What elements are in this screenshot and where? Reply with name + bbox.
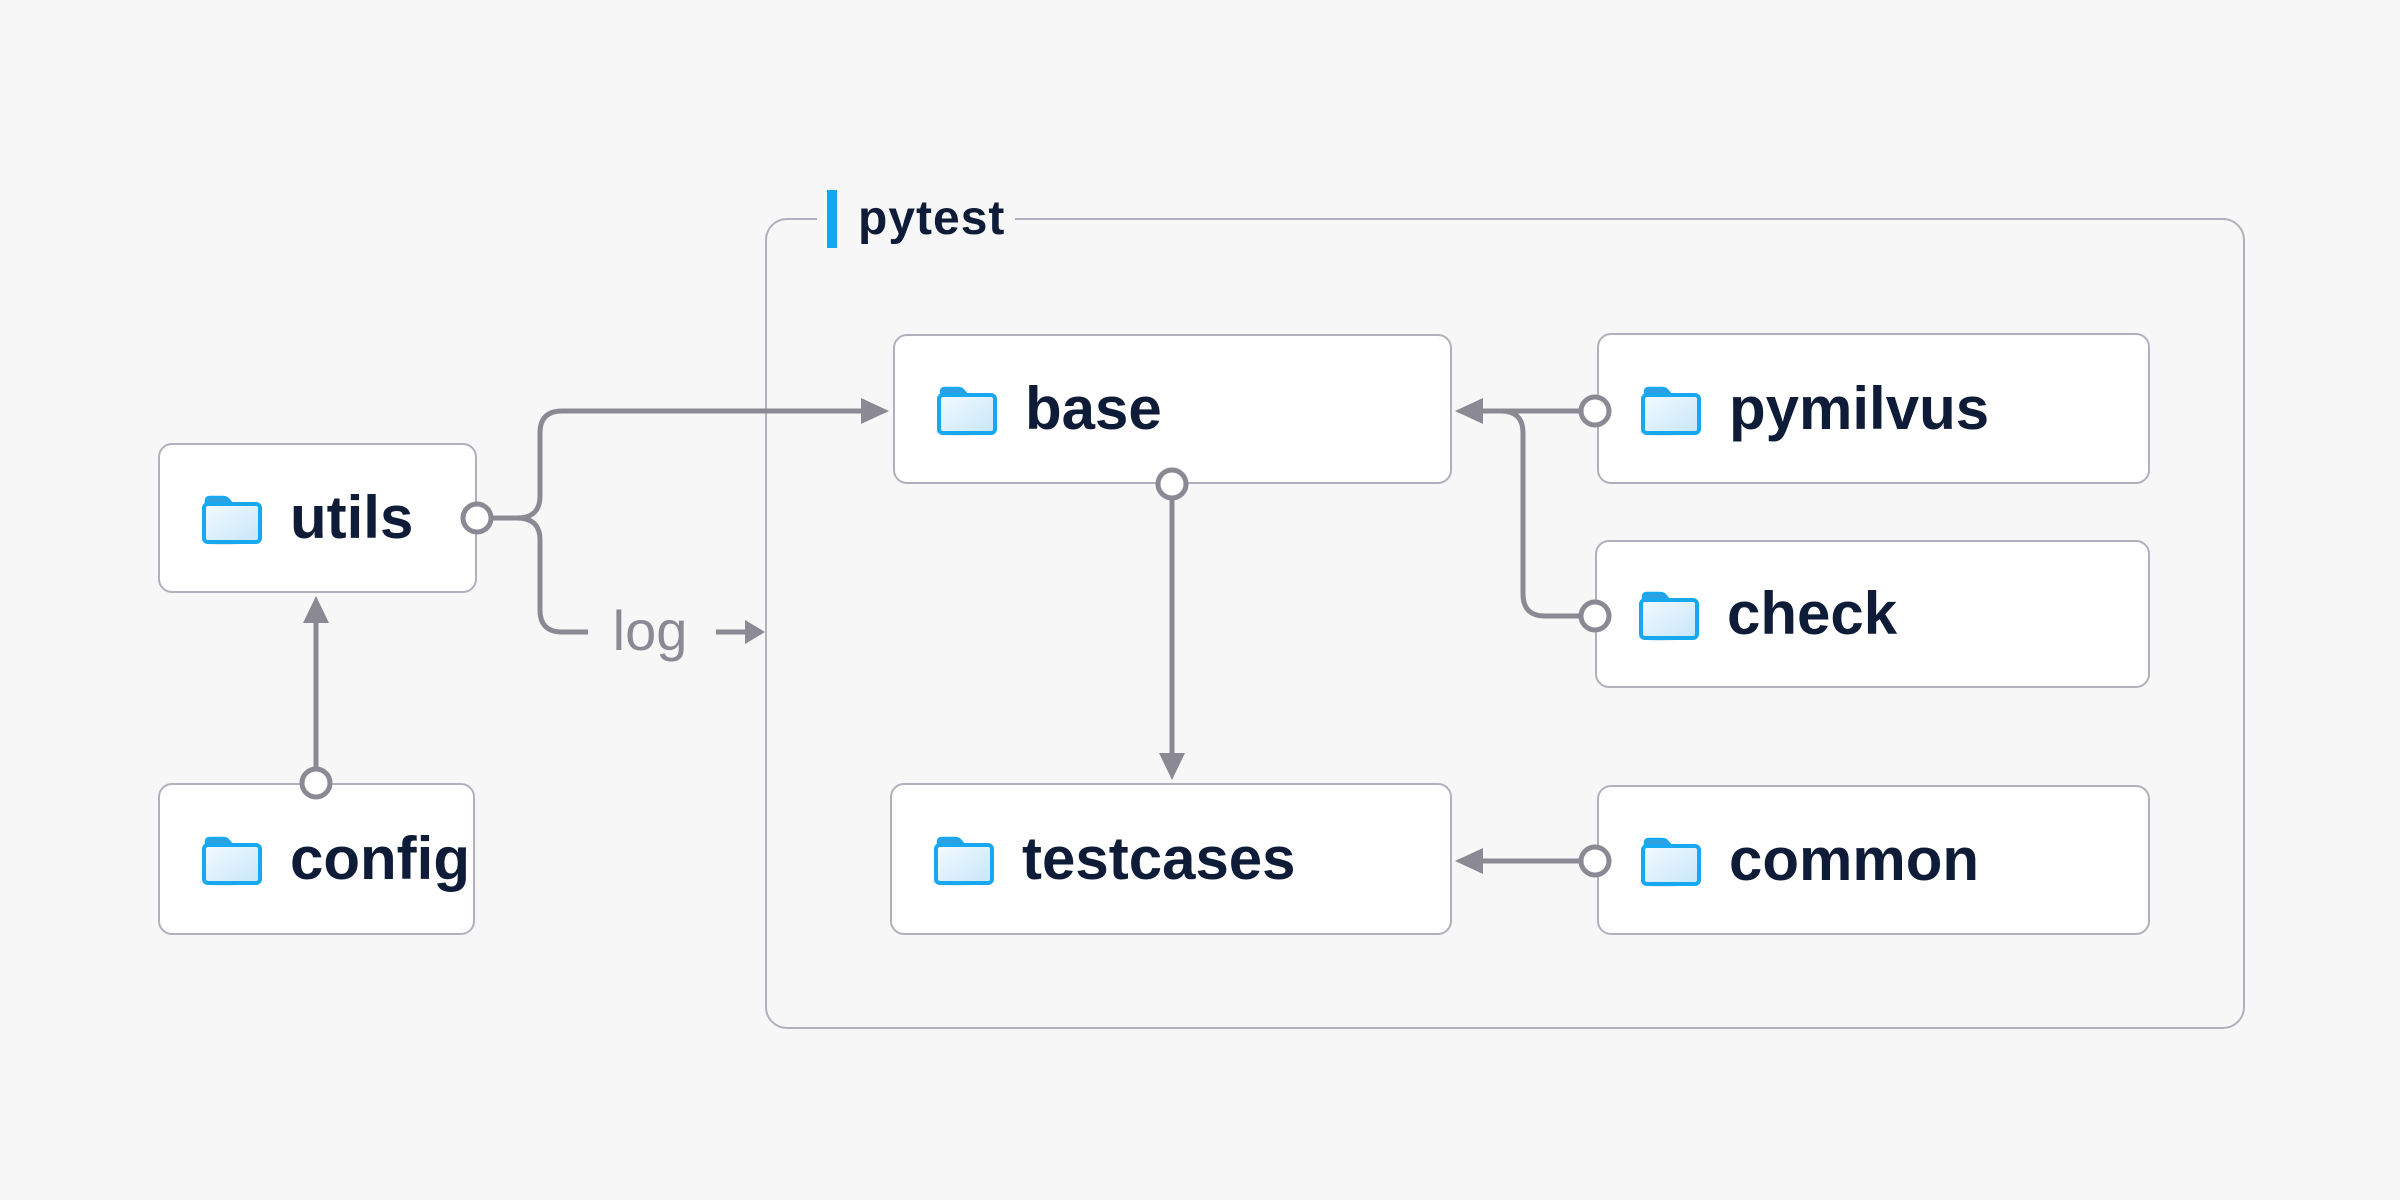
node-base: base bbox=[893, 334, 1452, 484]
arrowhead-right bbox=[745, 620, 765, 644]
node-label: common bbox=[1729, 826, 1980, 893]
node-common: common bbox=[1597, 785, 2150, 935]
folder-icon bbox=[200, 495, 262, 545]
folder-icon bbox=[200, 836, 262, 886]
node-label: config bbox=[290, 825, 470, 892]
node-config: config bbox=[158, 783, 475, 935]
arrowhead-up bbox=[303, 596, 329, 623]
label-accent-bar-icon bbox=[827, 190, 837, 248]
node-pymilvus: pymilvus bbox=[1597, 333, 2150, 484]
node-label: check bbox=[1727, 580, 1898, 647]
pytest-group-container: pytest bbox=[765, 188, 2245, 1029]
node-label: testcases bbox=[1022, 825, 1296, 892]
group-title: pytest bbox=[858, 192, 1006, 245]
node-label: base bbox=[1025, 375, 1162, 442]
node-label: pymilvus bbox=[1729, 374, 1990, 442]
folder-icon bbox=[932, 836, 994, 886]
node-testcases: testcases bbox=[890, 783, 1452, 935]
edge-label-log: log bbox=[612, 599, 688, 662]
folder-icon bbox=[1639, 386, 1701, 436]
pytest-group-label: pytest bbox=[817, 188, 1016, 250]
edge-config-utils bbox=[299, 596, 333, 800]
folder-icon bbox=[1639, 837, 1701, 887]
folder-icon bbox=[935, 386, 997, 436]
node-label: utils bbox=[290, 484, 414, 551]
node-check: check bbox=[1595, 540, 2150, 688]
folder-icon bbox=[1637, 591, 1699, 641]
node-utils: utils bbox=[158, 443, 477, 593]
